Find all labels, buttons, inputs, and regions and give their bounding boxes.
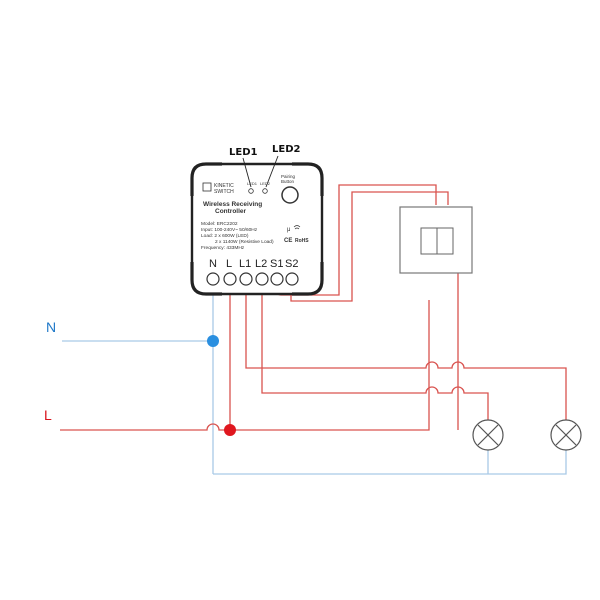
spec-input: Input: 100-240V~ 50/60Hz bbox=[201, 227, 258, 233]
device-corner-bl bbox=[190, 262, 222, 296]
mark-ce: CE bbox=[284, 238, 292, 244]
live-label: L bbox=[44, 407, 52, 423]
terminal-label-l: L bbox=[226, 258, 232, 270]
l1-wire bbox=[245, 283, 567, 420]
mark-rohs: RoHS bbox=[295, 238, 309, 244]
live-wire-in bbox=[60, 423, 230, 431]
terminal-label-n: N bbox=[209, 258, 217, 270]
pairing-button[interactable] bbox=[281, 186, 299, 204]
device-corner-tl bbox=[190, 162, 222, 196]
terminal-screw-l2 bbox=[255, 272, 269, 286]
brand-line2: SWITCH bbox=[214, 189, 234, 195]
terminal-label-s1: S1 bbox=[270, 258, 283, 270]
spec-load1: Load: 2 x 600W (LED) bbox=[201, 233, 249, 239]
wifi-icon bbox=[293, 225, 301, 230]
terminal-block: N L L1 L2 S1 S2 bbox=[206, 258, 299, 286]
led1-callout-line bbox=[242, 157, 252, 188]
led1-small-label: LED1 bbox=[247, 181, 258, 186]
pairing-label-line1: Pairing bbox=[281, 174, 296, 179]
terminal-label-l1: L1 bbox=[239, 258, 251, 270]
device-corner-br bbox=[292, 262, 324, 296]
terminal-screw-l bbox=[223, 272, 237, 286]
led2-small-label: LED2 bbox=[260, 181, 271, 186]
terminal-screw-s2 bbox=[285, 272, 299, 286]
lamp-2-cross-b bbox=[555, 424, 577, 446]
lamp-1-cross-b bbox=[477, 424, 499, 446]
wall-switch bbox=[399, 206, 473, 274]
led1-indicator bbox=[248, 188, 254, 194]
lamp-2 bbox=[550, 419, 582, 451]
mark-mu: μ bbox=[287, 227, 291, 233]
neutral-bus bbox=[213, 450, 567, 475]
led2-callout-label: LED2 bbox=[272, 144, 301, 155]
led1-callout-label: LED1 bbox=[229, 147, 258, 158]
spec-model: Model: ERC2202 bbox=[201, 221, 238, 227]
terminal-screw-s1 bbox=[270, 272, 284, 286]
live-wires bbox=[60, 184, 567, 431]
terminal-screw-n bbox=[206, 272, 220, 286]
terminal-label-s2: S2 bbox=[285, 258, 298, 270]
spec-load2: 2 x 1140W (Resistive Load) bbox=[215, 239, 274, 245]
led2-indicator bbox=[262, 188, 268, 194]
terminal-label-l2: L2 bbox=[255, 258, 267, 270]
live-to-switch bbox=[230, 300, 430, 431]
pairing-label-line2: Button bbox=[281, 179, 295, 184]
terminal-screw-l1 bbox=[239, 272, 253, 286]
device-title-line2: Controller bbox=[215, 208, 247, 215]
led2-callout-line bbox=[265, 155, 279, 188]
lamp-1 bbox=[472, 419, 504, 451]
controller-device: KINETIC SWITCH LED1 LED2 Pairing Button … bbox=[190, 162, 324, 296]
s2-wire bbox=[290, 191, 449, 302]
device-corner-tr bbox=[292, 162, 324, 196]
neutral-junction-dot bbox=[207, 335, 219, 347]
device-title-line1: Wireless Receiving bbox=[203, 201, 262, 208]
brand-logo-icon bbox=[202, 182, 212, 192]
spec-frequency: Frequency: 433MHz bbox=[201, 245, 245, 251]
brand-line1: KINETIC bbox=[214, 183, 234, 189]
live-junction-dot bbox=[224, 424, 236, 436]
l2-wire bbox=[261, 283, 489, 420]
neutral-label: N bbox=[46, 319, 56, 335]
neutral-wires bbox=[62, 283, 567, 475]
